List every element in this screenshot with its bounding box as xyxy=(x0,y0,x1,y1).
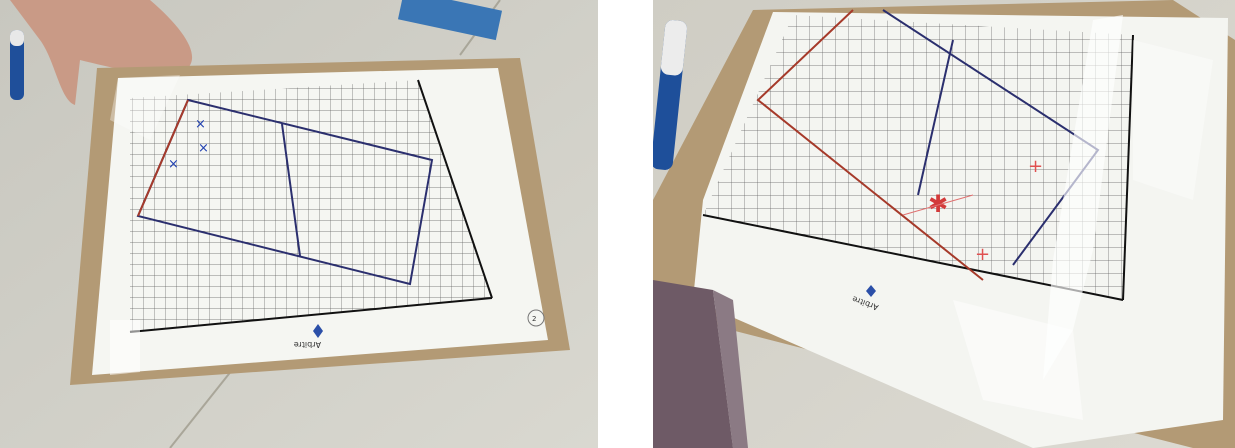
page-number: 2 xyxy=(532,315,536,323)
marker-cap xyxy=(10,30,24,46)
pen-clip xyxy=(660,20,687,76)
photo-left-canvas: × × × Arbitre 2 xyxy=(0,0,598,448)
blue-case xyxy=(397,0,503,41)
page-number-circle xyxy=(527,309,545,327)
red-edge xyxy=(137,99,189,217)
cross-mark: × xyxy=(195,117,206,132)
grid xyxy=(130,80,492,332)
hand xyxy=(10,0,193,105)
inner-line xyxy=(281,123,301,257)
glare xyxy=(110,320,140,375)
photo-left: × × × Arbitre 2 xyxy=(0,0,598,448)
photo-right-canvas: ✱ + + Arbitre xyxy=(653,0,1235,448)
glare xyxy=(1043,15,1123,380)
marker xyxy=(10,30,24,100)
cross-mark: + xyxy=(1028,156,1043,177)
y-axis xyxy=(417,79,493,299)
cross-mark: × xyxy=(168,157,179,172)
glare xyxy=(1133,40,1213,200)
cross-mark: ✱ xyxy=(928,190,948,218)
caption: Arbitre xyxy=(294,340,321,349)
photo-right: ✱ + + Arbitre xyxy=(653,0,1235,448)
red-edge xyxy=(756,9,984,281)
y-axis xyxy=(1122,34,1134,301)
diamond-marker xyxy=(313,324,323,338)
pencil-case-edge xyxy=(713,290,748,448)
cross-mark: + xyxy=(975,244,990,265)
pencil-case xyxy=(653,280,733,448)
red-stroke xyxy=(902,194,974,216)
cross-mark: × xyxy=(198,141,209,156)
diamond-marker xyxy=(866,285,876,297)
inner-line xyxy=(917,39,954,196)
glare xyxy=(110,75,180,140)
x-axis xyxy=(129,297,493,333)
grid xyxy=(703,15,1133,300)
table-seam xyxy=(169,359,241,448)
glare xyxy=(953,300,1083,420)
